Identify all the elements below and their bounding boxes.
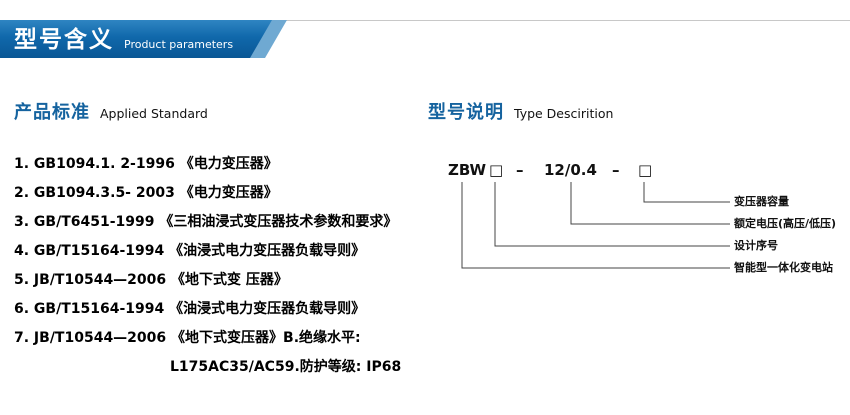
standards-list-item: 7. JB/T10544—2006 《地下式变压器》B.绝缘水平: bbox=[14, 330, 361, 346]
standards-list-continuation: L175AC35/AC59.防护等级: IP68 bbox=[170, 359, 402, 375]
standards-list-item: 6. GB/T15164-1994 《油浸式电力变压器负载导则》 bbox=[14, 301, 366, 317]
model-label-capacity: 变压器容量 bbox=[734, 195, 789, 208]
model-label-design-no: 设计序号 bbox=[734, 239, 778, 252]
standards-title-en: Applied Standard bbox=[100, 106, 208, 121]
banner-shape: 型号含义 Product parameters bbox=[0, 20, 272, 58]
header-banner: 型号含义 Product parameters bbox=[0, 20, 850, 58]
model-code-voltage: 12/0.4 bbox=[544, 161, 597, 179]
model-code-box-2: □ bbox=[638, 161, 653, 179]
model-label-voltage: 额定电压(高压/低压) bbox=[734, 217, 837, 230]
page-subtitle: Product parameters bbox=[124, 38, 234, 51]
model-code-prefix: ZBW bbox=[448, 161, 487, 179]
model-code-box-1: □ bbox=[489, 161, 504, 179]
page-title: 型号含义 bbox=[14, 27, 114, 53]
standards-list-item: 5. JB/T10544—2006 《地下式变 压器》 bbox=[14, 272, 288, 288]
model-title-cn: 型号说明 bbox=[428, 102, 504, 123]
standards-title-cn: 产品标准 bbox=[14, 102, 90, 123]
model-label-substation: 智能型一体化变电站 bbox=[734, 261, 833, 274]
standards-list-item: 2. GB1094.3.5- 2003 《电力变压器》 bbox=[14, 185, 278, 201]
model-title-en: Type Descirition bbox=[514, 106, 614, 121]
standards-list-item: 4. GB/T15164-1994 《油浸式电力变压器负载导则》 bbox=[14, 243, 366, 259]
standards-list-item: 3. GB/T6451-1999 《三相油浸式变压器技术参数和要求》 bbox=[14, 214, 398, 230]
standards-list: 1. GB1094.1. 2-1996 《电力变压器》 2. GB1094.3.… bbox=[14, 150, 424, 382]
model-designation-diagram: ZBW □ – 12/0.4 – □ 变压器容量 额定电压(高压/低压) 设计序… bbox=[428, 162, 850, 277]
model-code-dash-1: – bbox=[516, 161, 524, 179]
model-section-header: 型号说明 Type Descirition bbox=[428, 98, 613, 124]
standards-list-item: 1. GB1094.1. 2-1996 《电力变压器》 bbox=[14, 156, 278, 172]
model-code-dash-2: – bbox=[612, 161, 620, 179]
banner-top-line bbox=[0, 20, 850, 21]
standards-section-header: 产品标准 Applied Standard bbox=[14, 98, 208, 124]
